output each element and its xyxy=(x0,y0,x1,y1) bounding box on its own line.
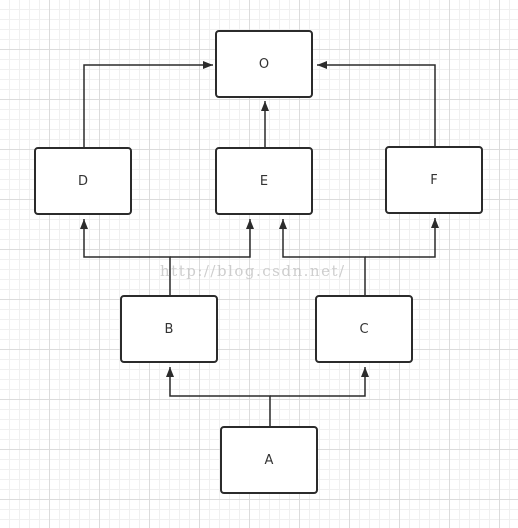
edge-c-to-e xyxy=(279,219,366,295)
node-a-label: A xyxy=(264,452,274,468)
node-f-label: F xyxy=(430,172,438,188)
node-c[interactable]: C xyxy=(315,295,413,363)
node-b[interactable]: B xyxy=(120,295,218,363)
edge-b-to-d xyxy=(80,219,171,295)
edge-c-to-f xyxy=(365,218,439,258)
node-a[interactable]: A xyxy=(220,426,318,494)
node-o-label: O xyxy=(258,56,270,72)
node-d-label: D xyxy=(77,173,88,189)
node-e-label: E xyxy=(259,173,269,189)
edge-b-to-e xyxy=(170,219,254,258)
node-d[interactable]: D xyxy=(34,147,132,215)
edge-a-to-b xyxy=(166,367,271,426)
node-f[interactable]: F xyxy=(385,146,483,214)
node-c-label: C xyxy=(359,321,369,337)
node-b-label: B xyxy=(164,321,174,337)
node-e[interactable]: E xyxy=(215,147,313,215)
edge-a-to-c xyxy=(270,367,369,397)
edge-d-to-o xyxy=(83,61,213,147)
watermark-text: http://blog.csdn.net/ xyxy=(160,262,346,280)
node-o[interactable]: O xyxy=(215,30,313,98)
edge-f-to-o xyxy=(317,61,436,146)
